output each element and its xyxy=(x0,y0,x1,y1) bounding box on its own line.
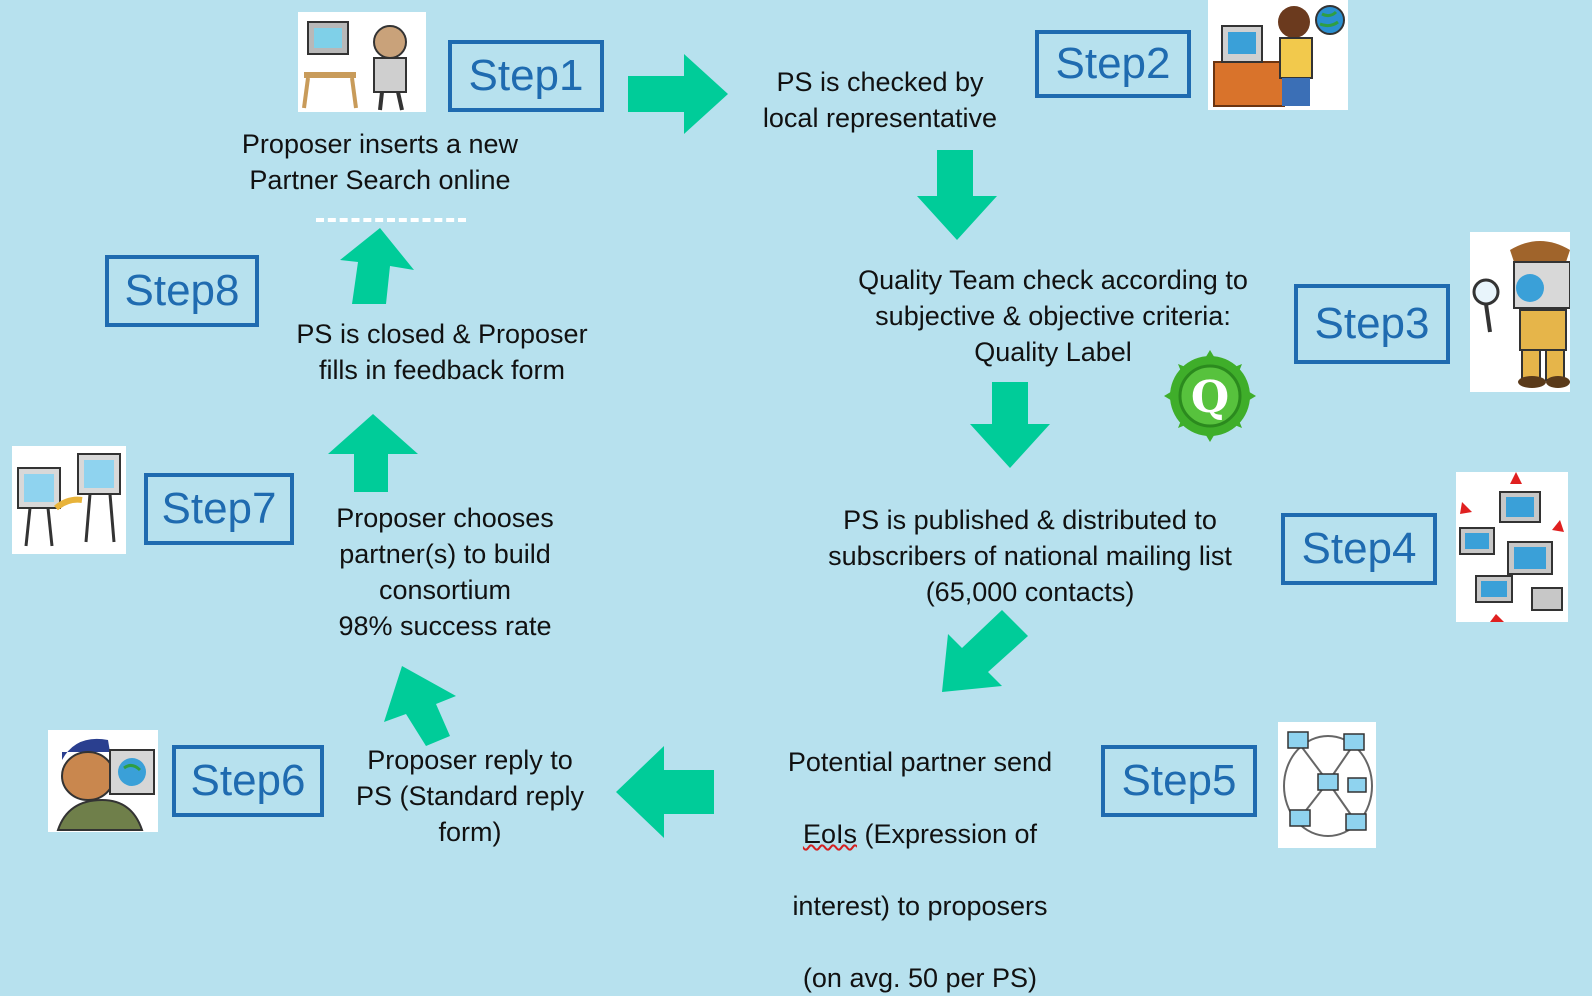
eois-term: EoIs xyxy=(802,819,857,849)
arrow-down xyxy=(917,150,997,240)
arrow-up-left xyxy=(384,666,456,746)
network-computers-clipart-icon xyxy=(1456,472,1568,622)
step4-box: Step4 xyxy=(1281,513,1437,585)
step5-line3: interest) to proposers xyxy=(792,891,1048,921)
step3-box: Step3 xyxy=(1294,284,1450,364)
computers-handshake-clipart-icon xyxy=(12,446,126,554)
step5-text: Potential partner send EoIs (Expression … xyxy=(720,708,1120,996)
quality-badge-icon: Q xyxy=(1164,350,1256,442)
step8-text: PS is closed & Proposer fills in feedbac… xyxy=(296,319,588,385)
quality-letter: Q xyxy=(1191,372,1229,423)
step1-text: Proposer inserts a new Partner Search on… xyxy=(241,129,519,195)
step3-text: Quality Team check according to subjecti… xyxy=(858,265,1248,367)
step2-text: PS is checked by local representative xyxy=(762,67,998,133)
step5-box: Step5 xyxy=(1101,745,1257,817)
step5-line1: Potential partner send xyxy=(787,747,1053,777)
step4-text: PS is published & distributed to subscri… xyxy=(828,505,1232,607)
arrow-up xyxy=(340,228,414,304)
step7-box: Step7 xyxy=(144,473,294,545)
step5-line2: (Expression of xyxy=(856,819,1038,849)
step6-box: Step6 xyxy=(172,745,324,817)
boy-with-computer-globe-clipart-icon xyxy=(1208,0,1348,110)
step6-text: Proposer reply to PS (Standard reply for… xyxy=(355,745,585,847)
step5-line4: (on avg. 50 per PS) xyxy=(802,963,1038,993)
arrow-up xyxy=(328,414,418,492)
arrow-down-left xyxy=(942,610,1028,692)
network-nodes-clipart-icon xyxy=(1278,722,1376,848)
arrow-down xyxy=(970,382,1050,468)
step8-box: Step8 xyxy=(105,255,259,327)
man-looking-at-computer-clipart-icon xyxy=(48,730,158,832)
detective-magnifier-clipart-icon xyxy=(1470,232,1570,392)
arrow-left xyxy=(616,746,714,838)
dashed-divider xyxy=(316,218,466,222)
arrow-right xyxy=(628,54,728,134)
computer-users-clipart-icon xyxy=(298,12,426,112)
step1-box: Step1 xyxy=(448,40,604,112)
step7-text: Proposer chooses partner(s) to build con… xyxy=(336,503,554,641)
step2-box: Step2 xyxy=(1035,30,1191,98)
